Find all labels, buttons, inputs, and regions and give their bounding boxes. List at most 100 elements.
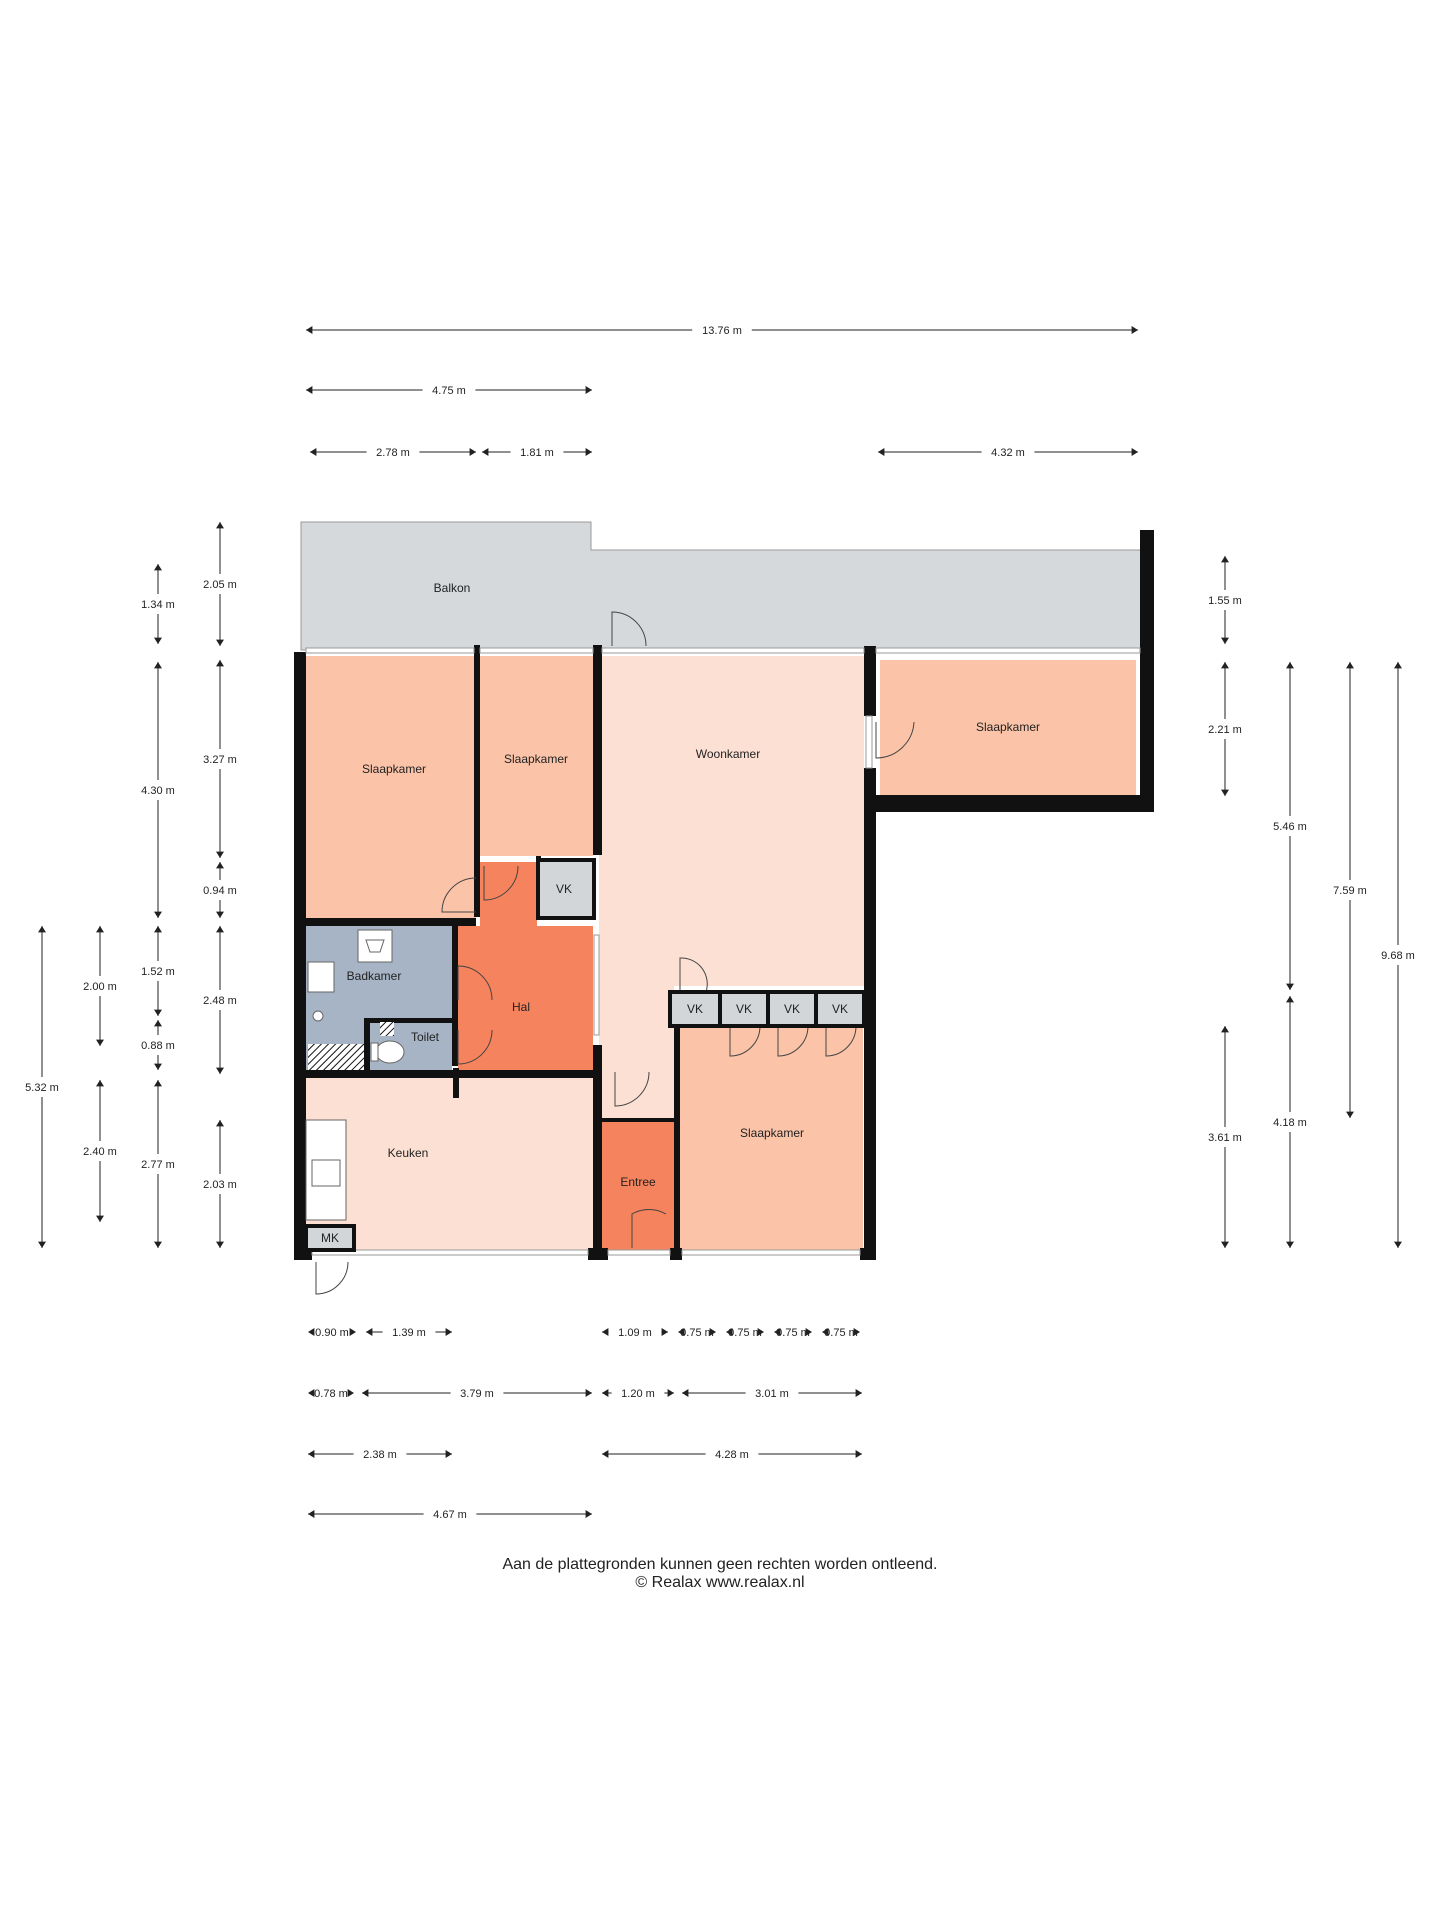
dim-left3-4: 2.03 m	[203, 1120, 237, 1248]
dim-bottom1-2: 1.09 m	[602, 1327, 668, 1339]
label-vk-1: VK	[556, 882, 572, 896]
vk-closet-1	[536, 858, 596, 920]
dim-bottom2-1: 3.79 m	[362, 1388, 592, 1400]
windows	[305, 647, 1141, 1256]
disclaimer: Aan de plattegronden kunnen geen rechten…	[0, 1556, 1440, 1592]
dim-right3-0-label: 7.59 m	[1333, 885, 1367, 897]
faucet-icon	[312, 1010, 324, 1022]
toilet-icon	[375, 1040, 405, 1064]
slaapkamer-3-area	[880, 660, 1136, 795]
fixtures	[305, 929, 405, 1221]
label-mk: MK	[321, 1231, 339, 1245]
dim-bottom4-0: 4.67 m	[308, 1509, 592, 1521]
dim-left1a-0: 5.32 m	[25, 926, 59, 1248]
dim-left3-0-label: 2.05 m	[203, 579, 237, 591]
mk-closet	[304, 1224, 356, 1252]
copyright-line: © Realax www.realax.nl	[635, 1574, 805, 1591]
dim-top-total: 13.76 m	[306, 325, 1138, 337]
dim-bottom2-1-label: 3.79 m	[460, 1388, 494, 1400]
shower-hatch	[308, 1044, 364, 1070]
vk-closet-2	[668, 990, 722, 1028]
dim-top-2-78: 2.78 m	[310, 447, 476, 459]
dim-bottom3-0-label: 2.38 m	[363, 1449, 397, 1461]
label-slaapkamer-4: Slaapkamer	[740, 1126, 804, 1140]
balkon-area	[300, 521, 1144, 651]
washbasin-icon	[307, 961, 335, 993]
dim-left3-3: 2.48 m	[203, 926, 237, 1074]
slaapkamer-4-area	[680, 1026, 863, 1251]
dim-left2-3-label: 0.88 m	[141, 1040, 175, 1052]
dim-left1b-0-label: 2.00 m	[83, 981, 117, 993]
dim-right4-0-label: 9.68 m	[1381, 950, 1415, 962]
dim-top-4-32-label: 4.32 m	[991, 447, 1025, 459]
dim-left3-2-label: 0.94 m	[203, 885, 237, 897]
dim-bottom2-2: 1.20 m	[602, 1388, 674, 1400]
label-woonkamer: Woonkamer	[696, 747, 760, 761]
dim-left3-4-label: 2.03 m	[203, 1179, 237, 1191]
dim-bottom3-0: 2.38 m	[308, 1449, 452, 1461]
washing-machine-icon	[357, 929, 393, 963]
dim-top-4-32: 4.32 m	[878, 447, 1138, 459]
dim-bottom1-0: 0.90 m	[308, 1327, 356, 1339]
dim-left3-0: 2.05 m	[203, 522, 237, 646]
dim-bottom3-1-label: 4.28 m	[715, 1449, 749, 1461]
slaapkamer-2-area	[480, 656, 593, 856]
dim-right2-1-label: 4.18 m	[1273, 1117, 1307, 1129]
dim-left2-0-label: 1.34 m	[141, 599, 175, 611]
dim-left2-1: 4.30 m	[141, 662, 175, 918]
dim-bottom2-2-label: 1.20 m	[621, 1388, 655, 1400]
dim-top-4-75: 4.75 m	[306, 385, 592, 397]
hal-area	[458, 926, 593, 1076]
label-slaapkamer-2: Slaapkamer	[504, 752, 568, 766]
label-hal: Hal	[512, 1000, 530, 1014]
dim-bottom2-0-label: 0.78 m	[314, 1388, 348, 1400]
dim-top-1-81: 1.81 m	[482, 447, 592, 459]
dim-bottom1-4: 0.75 m	[726, 1327, 764, 1339]
dim-bottom4-0-label: 4.67 m	[433, 1509, 467, 1521]
doors	[315, 611, 915, 1295]
dim-bottom2-3-label: 3.01 m	[755, 1388, 789, 1400]
vk-closet-5	[814, 990, 866, 1028]
label-vk-5: VK	[832, 1002, 848, 1016]
dim-right3-0: 7.59 m	[1333, 662, 1367, 1118]
dim-bottom1-5-label: 0.75 m	[776, 1327, 810, 1339]
label-slaapkamer-3: Slaapkamer	[976, 720, 1040, 734]
dim-bottom1-2-label: 1.09 m	[618, 1327, 652, 1339]
woonkamer-area	[599, 656, 864, 986]
label-slaapkamer-1: Slaapkamer	[362, 762, 426, 776]
dim-left3-2: 0.94 m	[203, 862, 237, 918]
dim-left1b-1: 2.40 m	[83, 1080, 117, 1222]
laundry-basin-icon	[365, 939, 385, 953]
dim-right1-0: 1.55 m	[1208, 556, 1242, 644]
dim-bottom1-1: 1.39 m	[366, 1327, 452, 1339]
dim-right1-0-label: 1.55 m	[1208, 595, 1242, 607]
meter-hatch	[380, 1022, 394, 1036]
hal-upper-area	[480, 862, 537, 926]
dim-left2-4: 2.77 m	[141, 1080, 175, 1248]
dim-bottom1-6-label: 0.75 m	[824, 1327, 858, 1339]
walls	[294, 530, 1154, 1260]
label-balkon: Balkon	[434, 581, 471, 595]
slaapkamer-1-area	[306, 656, 476, 918]
dim-top-4-75-label: 4.75 m	[432, 385, 466, 397]
dim-top-total-label: 13.76 m	[702, 325, 742, 337]
entree-area	[601, 1122, 674, 1250]
dim-right1-2-label: 3.61 m	[1208, 1132, 1242, 1144]
dim-left2-2: 1.52 m	[141, 926, 175, 1016]
dim-top-1-81-label: 1.81 m	[520, 447, 554, 459]
dim-right1-1-label: 2.21 m	[1208, 724, 1242, 736]
disclaimer-line: Aan de plattegronden kunnen geen rechten…	[502, 1556, 938, 1573]
label-vk-4: VK	[784, 1002, 800, 1016]
dim-bottom1-6: 0.75 m	[822, 1327, 860, 1339]
dim-bottom1-4-label: 0.75 m	[728, 1327, 762, 1339]
dim-bottom1-3: 0.75 m	[678, 1327, 716, 1339]
dim-bottom1-1-label: 1.39 m	[392, 1327, 426, 1339]
dim-bottom1-0-label: 0.90 m	[315, 1327, 349, 1339]
dim-top-2-78-label: 2.78 m	[376, 447, 410, 459]
label-vk-3: VK	[736, 1002, 752, 1016]
dim-left1b-0: 2.00 m	[83, 926, 117, 1046]
dim-left2-2-label: 1.52 m	[141, 966, 175, 978]
vk-closet-3	[718, 990, 770, 1028]
